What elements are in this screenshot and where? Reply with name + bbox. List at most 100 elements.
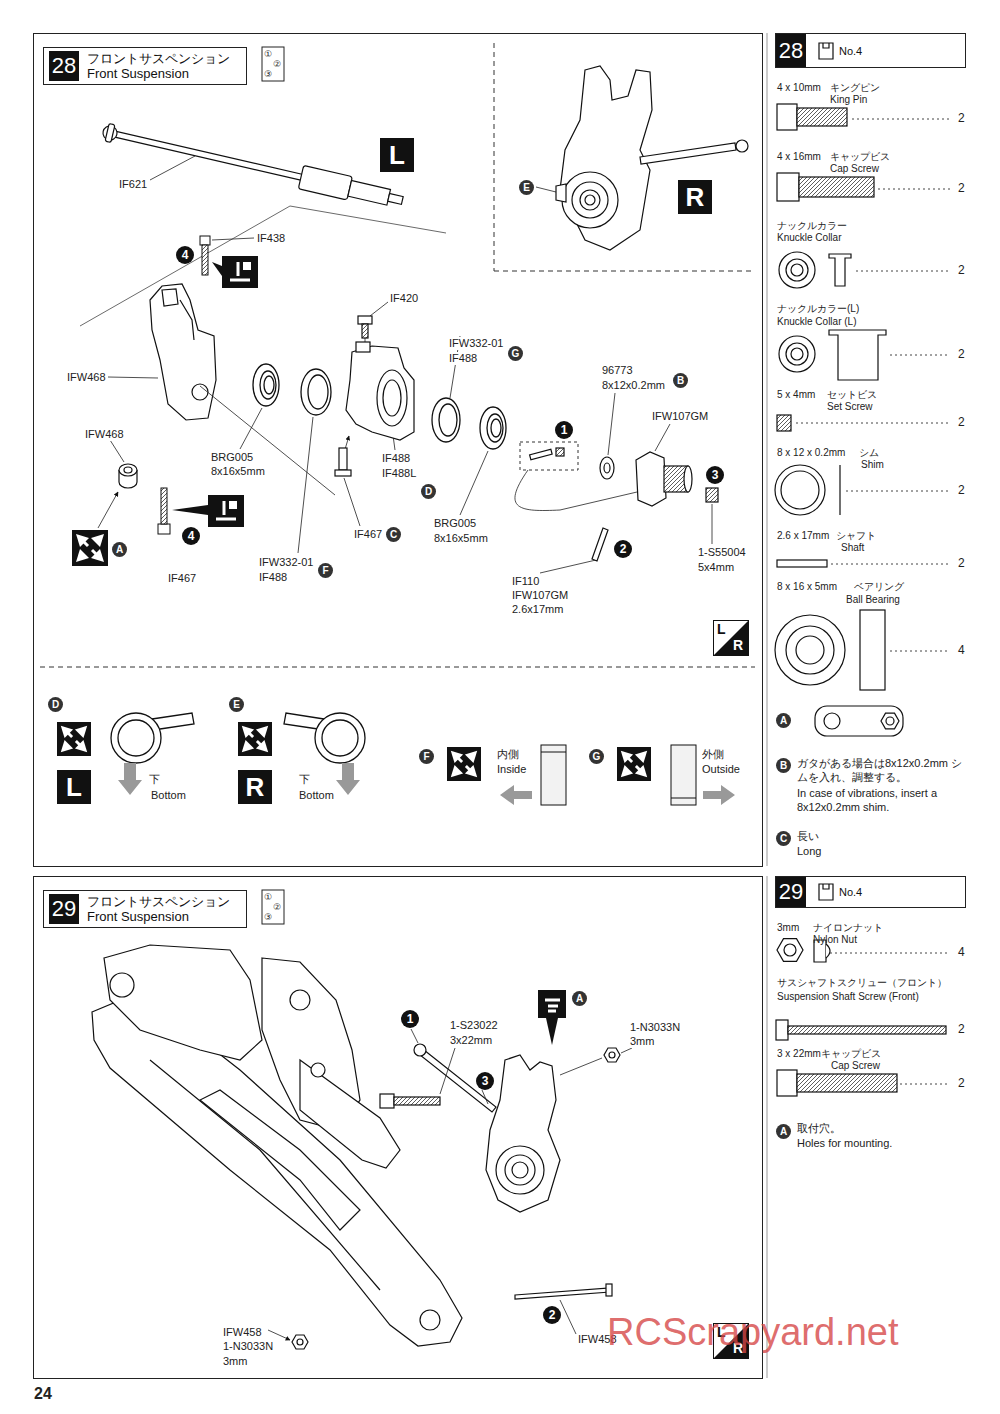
- panel-frame: [34, 34, 763, 867]
- part-label: IF488: [448, 352, 478, 365]
- part-label: Bottom: [298, 789, 335, 802]
- parts-drawing: [777, 560, 827, 567]
- parts-list-text: キャップビス: [829, 151, 891, 163]
- step-number: 28: [49, 51, 79, 81]
- quantity: 2: [957, 111, 966, 125]
- knuckle-arm: [322, 720, 358, 756]
- parts-drawing: [777, 104, 797, 130]
- collar: [119, 464, 137, 476]
- threadlock-icon: [222, 256, 258, 288]
- knuckle-assembly: [292, 1335, 308, 1349]
- knuckle-assembly: [606, 1284, 612, 1296]
- divider: [40, 43, 755, 667]
- steering-knuckle: [362, 324, 368, 338]
- part-label: IFW332-01: [258, 556, 314, 569]
- axle: [556, 448, 564, 456]
- callout-letter: F: [318, 563, 333, 578]
- note-text: Holes for mounting.: [796, 1136, 968, 1150]
- parts-list-text: 8 x 16 x 5mm: [776, 581, 838, 593]
- callout-letter: E: [519, 180, 534, 195]
- quantity-leader: [831, 564, 950, 565]
- parts-list-text: 4 x 16mm: [776, 151, 822, 163]
- parts-list-text: Suspension Shaft Screw (Front): [776, 991, 920, 1003]
- watermark: RCScrapyard.net: [606, 1310, 899, 1354]
- direction-arrow: [336, 763, 360, 795]
- hand-icon: [538, 990, 566, 1018]
- chassis: [104, 945, 262, 1060]
- parts-drawing: [829, 330, 886, 380]
- collar-side: [541, 745, 566, 805]
- part-label: BRG005: [433, 517, 477, 530]
- page-number: 24: [33, 1384, 53, 1403]
- part-label: 5x4mm: [697, 561, 735, 574]
- king-pin-screw: [200, 236, 210, 245]
- leader-line: [108, 377, 158, 378]
- parts-drawing: [784, 944, 796, 956]
- parts-drawing: [775, 615, 845, 685]
- quantity-leader: [900, 1084, 950, 1085]
- parts-list-text: キャップビス: [820, 1048, 882, 1060]
- bag-icon: [818, 883, 834, 901]
- quantity: 2: [957, 1022, 966, 1036]
- bag-icon: [819, 43, 833, 59]
- part-label: 内側: [496, 748, 520, 761]
- axle: [600, 457, 614, 479]
- part-label: 96773: [601, 364, 634, 377]
- parts-list-text: Knuckle Collar: [776, 232, 842, 244]
- bag-number: No.4: [839, 886, 862, 898]
- parts-drawing: [777, 1070, 797, 1096]
- panel-frame: [34, 33, 768, 1379]
- part-label: 1-S23022: [449, 1019, 499, 1032]
- threadlock-icon: [212, 262, 222, 276]
- threadlock-icon: [230, 262, 250, 280]
- knuckle-assembly: [609, 1052, 615, 1058]
- parts-drawing: [786, 259, 808, 281]
- parts-drawing: [797, 108, 847, 126]
- steering-knuckle: [335, 316, 414, 476]
- note-text: In case of vibrations, insert a 8x12x0.2…: [796, 786, 968, 814]
- ball-bearing: [439, 404, 457, 436]
- part-label: 2.6x17mm: [511, 603, 564, 616]
- parts-drawing: [824, 713, 840, 729]
- knuckle-assembly: [505, 1155, 535, 1185]
- callout-letter: F: [419, 749, 434, 764]
- part-label: IF488: [381, 452, 411, 465]
- side-mark-icon: [714, 621, 748, 655]
- parts-drawing: [860, 610, 885, 690]
- knuckle-assembly: [394, 1097, 440, 1105]
- collar-side: [671, 798, 696, 799]
- side-badge: R: [238, 770, 272, 804]
- steering-knuckle: [339, 448, 347, 470]
- ball-bearing: [480, 407, 506, 449]
- king-pin-screw: [161, 488, 167, 524]
- leader-line: [621, 1048, 632, 1053]
- part-label: 8x16x5mm: [210, 465, 266, 478]
- knuckle-assembly: [556, 66, 748, 250]
- part-label: Inside: [496, 763, 527, 776]
- part-label: BRG005: [210, 451, 254, 464]
- part-label: IFW107GM: [511, 589, 569, 602]
- part-label: 下: [148, 773, 161, 786]
- part-label: IFW332-01: [448, 337, 504, 350]
- part-label: 外側: [701, 748, 725, 761]
- drive-shaft: [113, 131, 303, 180]
- chassis: [420, 1310, 440, 1330]
- note-text: 長い: [796, 829, 968, 843]
- parts-drawing: [826, 944, 830, 958]
- part-label: 8x16x5mm: [433, 532, 489, 545]
- parts-list-text: Ball Bearing: [845, 594, 901, 606]
- steering-knuckle: [335, 470, 351, 476]
- callout-number: 4: [182, 527, 200, 545]
- direction-arrow: [703, 785, 735, 805]
- ball-bearing: [253, 364, 279, 406]
- quantity: 4: [957, 643, 966, 657]
- quantity-leader: [846, 491, 950, 492]
- step-order-number: ②: [273, 59, 281, 69]
- assembly-outline: [80, 206, 446, 326]
- look-icon: [617, 747, 651, 781]
- side-mark-letter: L: [716, 621, 727, 638]
- leader-line: [411, 1029, 418, 1043]
- parts-drawing: [791, 348, 803, 360]
